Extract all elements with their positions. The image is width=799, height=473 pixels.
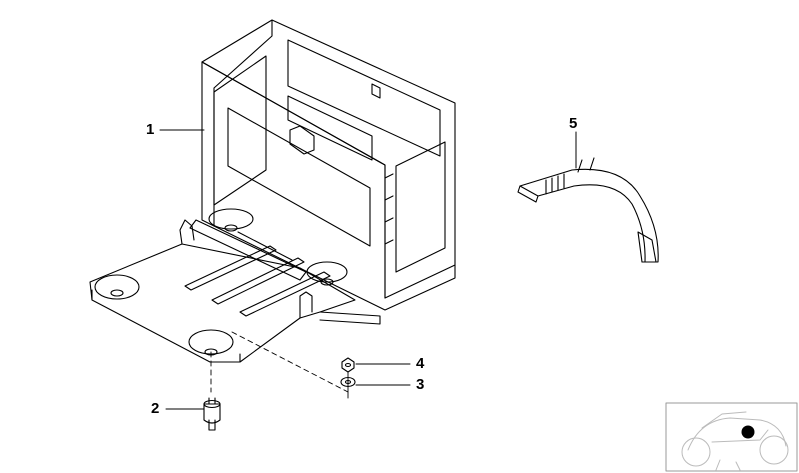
thumbnail-frame [665, 402, 798, 472]
base-plate [89, 243, 356, 363]
cage-clip [289, 125, 315, 155]
cage-left-side [201, 19, 273, 227]
overview-thumbnail [665, 402, 798, 472]
assembly-lines [210, 331, 349, 393]
cage-front-frame [201, 61, 456, 311]
cage-back-window [287, 39, 441, 161]
cage-left-window [213, 55, 267, 206]
base-slots [184, 245, 331, 317]
cage-tab-top [371, 83, 381, 99]
leader-lines [159, 129, 577, 410]
base-plate-edge [91, 289, 301, 363]
callout-5: 5 [569, 115, 578, 132]
washer [340, 376, 356, 388]
callout-4: 4 [416, 355, 425, 372]
base-plate-tab-left [179, 219, 195, 245]
cage-right-slots [384, 173, 394, 245]
callout-2: 2 [151, 400, 160, 417]
nut [341, 357, 355, 373]
cage-right-window [395, 141, 446, 273]
motorcycle-silhouette-icon [681, 411, 789, 471]
cage-bracket [189, 219, 307, 281]
cage-foot [319, 311, 381, 325]
battery-strap [517, 157, 659, 263]
location-marker [741, 425, 755, 439]
mount-cups [94, 208, 348, 356]
callout-1: 1 [146, 121, 155, 138]
battery-holder-frame [89, 19, 456, 363]
callout-3: 3 [416, 376, 425, 393]
cage-front-window [227, 107, 371, 247]
base-plate-tab-right [299, 291, 313, 313]
rubber-mount [203, 397, 221, 431]
